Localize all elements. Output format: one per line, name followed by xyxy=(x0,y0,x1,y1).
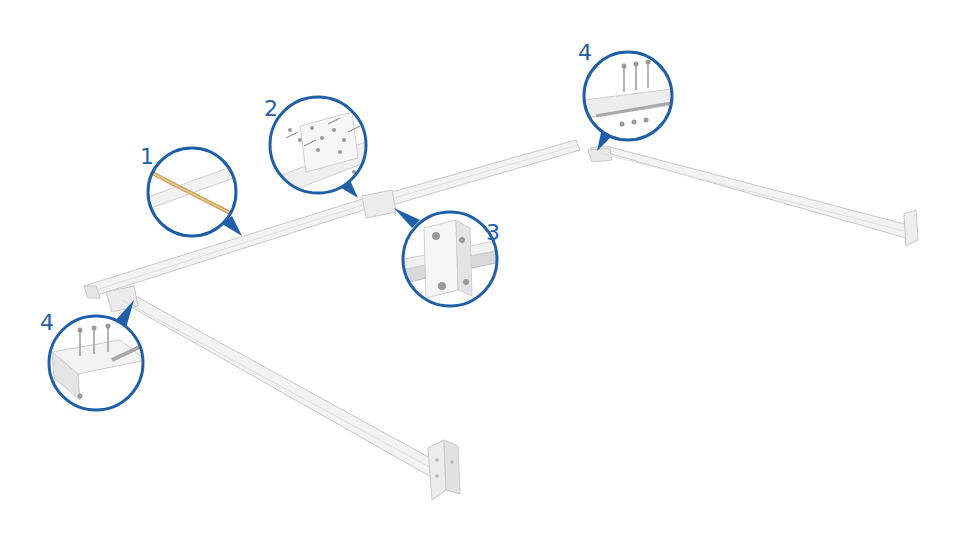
callout-circle xyxy=(400,212,500,306)
callout-number: 1 xyxy=(140,146,154,168)
callout-number: 4 xyxy=(578,42,592,64)
callout-number: 4 xyxy=(40,312,54,334)
callout-number: 2 xyxy=(264,98,278,120)
callout-circle xyxy=(584,52,680,140)
callout-number: 3 xyxy=(486,222,500,244)
frame xyxy=(84,140,918,500)
callout-circle xyxy=(140,148,250,236)
callout-circle xyxy=(49,316,146,410)
callout-circle xyxy=(270,97,372,196)
